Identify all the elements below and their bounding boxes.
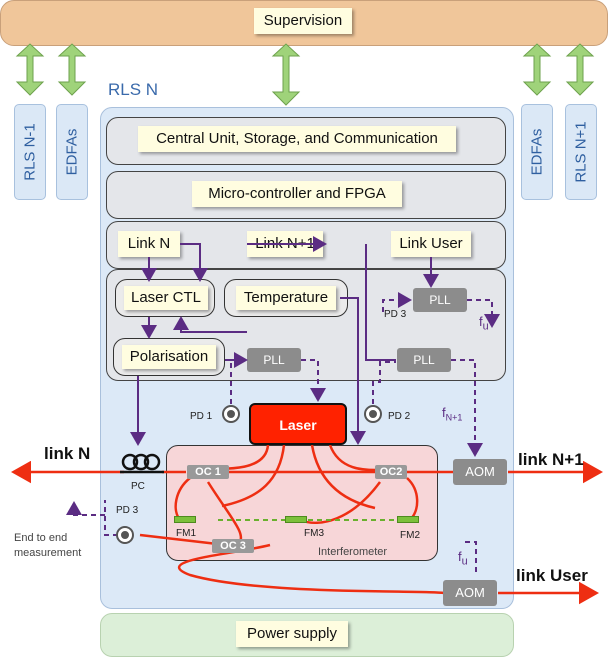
pll-left: PLL [247,348,301,372]
oc3-coupler: OC 3 [212,539,254,553]
polarisation-label: Polarisation [122,345,216,369]
pd2-label: PD 2 [388,411,411,422]
green-arrow-left-2 [57,43,87,96]
pll-right: PLL [397,348,451,372]
fu-top-main: f [479,314,483,329]
green-arrow-center [271,43,301,106]
fn1-sub: N+1 [445,412,463,423]
fu-bottom-label: fu [458,549,468,568]
supervision-label: Supervision [254,8,352,34]
end-to-end-label-1: End to end [14,532,68,544]
edfas-right-tab: EDFAs [521,104,553,200]
microcontroller-label: Micro-controller and FPGA [192,181,402,207]
green-arrow-left-1 [15,43,45,96]
central-unit-label: Central Unit, Storage, and Communication [138,126,456,152]
temperature-label: Temperature [236,286,336,310]
pc-label: PC [131,481,145,492]
photodiodes [116,405,382,544]
green-arrows [15,43,595,106]
fn1-main: f [442,405,446,420]
laser-block: Laser [249,403,347,445]
fm1-label: FM1 [176,528,196,539]
aom-n1: AOM [453,459,507,485]
aom-user: AOM [443,580,497,606]
interferometer-label: Interferometer [318,546,388,558]
pd3-left-label: PD 3 [116,505,139,516]
link-n-external-label: link N [44,444,91,463]
pd3-left-icon [116,526,134,544]
dashed-signal-lines [66,292,500,572]
fu-top-sub: u [482,320,489,333]
pd1-label: PD 1 [190,411,213,422]
interferometer-box [166,445,438,561]
fm2-label: FM2 [400,530,420,541]
link-n1-external-label: link N+1 [518,450,584,469]
fiber-lines [11,444,603,605]
pd2-icon [364,405,382,423]
rls-n-label: RLS N [108,80,159,99]
fm3-mirror [285,516,307,523]
green-arrow-right-2 [565,43,595,96]
rls-n-plus-1-tab: RLS N+1 [565,104,597,200]
pd1-icon [222,405,240,423]
link-user-external-label: link User [516,566,588,585]
pc-coil-icon [120,453,164,474]
link-user-label: Link User [391,231,471,257]
fm3-label: FM3 [304,528,324,539]
fu-bottom-main: f [458,549,462,564]
pll-top-right: PLL [413,288,467,312]
edfas-left-tab: EDFAs [56,104,88,200]
rls-n-minus-1-tab: RLS N-1 [14,104,46,200]
pd3-top-label: PD 3 [384,309,407,320]
laser-ctl-label: Laser CTL [124,286,208,310]
fm2-mirror [397,516,419,523]
power-supply-label: Power supply [236,621,348,647]
fu-top-label: fu [479,314,489,333]
green-arrow-right-1 [522,43,552,96]
fn1-label: fN+1 [442,405,462,423]
fm1-mirror [174,516,196,523]
oc2-coupler: OC2 [375,465,407,479]
oc1-coupler: OC 1 [187,465,229,479]
fu-bottom-sub: u [461,555,468,568]
end-to-end-label-2: measurement [14,547,82,559]
link-n-label: Link N [118,231,180,257]
